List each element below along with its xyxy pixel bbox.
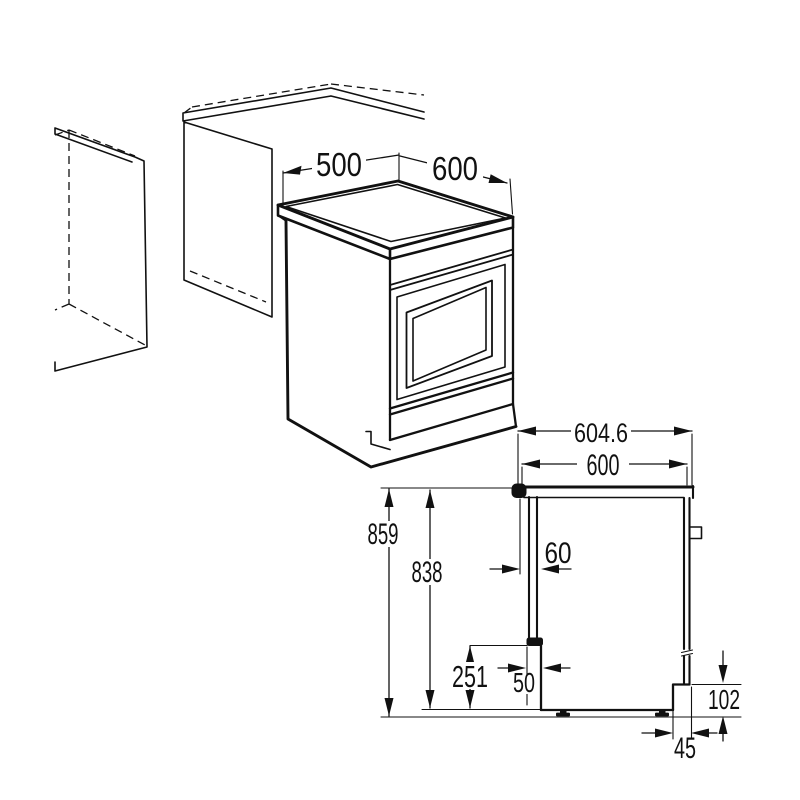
- cooker-control-panel-lines: [389, 248, 514, 291]
- dim-500-extension-lines: [282, 152, 400, 205]
- cooker-worktop-edge-band: [276, 203, 515, 261]
- left-cabinet: [54, 127, 148, 372]
- dim-60-arrow-left: [502, 564, 520, 574]
- dim-859-label: 859: [368, 518, 399, 551]
- dim-102-label: 102: [708, 684, 740, 715]
- dim-600-iso-label: 600: [432, 150, 478, 187]
- rear-recess-step: [671, 683, 691, 712]
- dim-838-arrow-bottom: [425, 690, 435, 708]
- dim-600-label-bg: [577, 451, 629, 477]
- dim-depth-600-iso: 600: [399, 150, 514, 215]
- drawer-bottom-edge: [388, 402, 515, 442]
- dim-overall-depth: 604.6: [517, 418, 693, 487]
- dim-600-iso-arrowhead: [488, 174, 507, 183]
- dim-251-arrow-top: [465, 646, 475, 664]
- dim-500-label-bg: [312, 150, 366, 178]
- dim-6046-arrow-right: [674, 426, 692, 436]
- dim-drawer-setback: 50: [497, 646, 571, 706]
- dim-251-arrow-bottom: [465, 690, 475, 708]
- dim-102-arrow-bottom: [718, 716, 728, 734]
- side-view: 604.6 600 859 838: [364, 418, 742, 765]
- left-cabinet-outline: [54, 127, 148, 372]
- dim-rear-recess-depth: 45: [641, 686, 718, 765]
- dim-45-arrow-right: [691, 728, 709, 738]
- dim-lower-zone-height: 251: [450, 644, 528, 709]
- dim-overall-height: 859: [364, 488, 403, 717]
- oven-door-bottom-edge: [388, 371, 515, 416]
- dim-600-arrow-left: [522, 459, 540, 469]
- dim-50-label: 50: [513, 667, 535, 698]
- dim-600-arrow-right: [669, 459, 687, 469]
- dim-600-iso-label-bg: [427, 154, 483, 182]
- cooker-side-profile: [511, 483, 703, 717]
- dim-50-arrow-right: [543, 663, 561, 673]
- cooker-worktop-notch: [277, 214, 287, 222]
- dim-500-label: 500: [316, 146, 362, 183]
- dim-838-arrow-top: [425, 490, 435, 508]
- oven-door-window-glass: [412, 286, 487, 382]
- dim-251-label-bg: [450, 662, 490, 689]
- dim-600-label: 600: [587, 449, 620, 482]
- tall-cabinet: [182, 83, 425, 318]
- dim-251-label: 251: [452, 659, 488, 694]
- rear-connection-tab: [689, 526, 703, 540]
- dim-859-arrow-bottom: [384, 698, 394, 716]
- dim-45-extension-lines: [672, 686, 693, 740]
- dim-859-label-bg: [364, 521, 403, 547]
- back-wall-break-marks: [680, 649, 694, 657]
- tall-cabinet-body: [183, 120, 273, 318]
- left-cabinet-hidden-lines: [54, 129, 146, 346]
- dim-50-arrow-left: [508, 663, 526, 673]
- dim-500-arrowhead: [283, 165, 302, 175]
- dim-600-iso-extension-line: [509, 178, 514, 215]
- dim-rear-recess-height: 102: [691, 650, 742, 742]
- dim-50-label-bg: [511, 675, 538, 694]
- dim-45-arrow-left: [655, 728, 673, 738]
- tall-cabinet-hidden-lines: [183, 83, 425, 303]
- dim-600-extension-lines: [521, 466, 688, 487]
- adjustable-foot-rear: [655, 710, 669, 717]
- dim-6046-arrow-left: [518, 426, 536, 436]
- dim-859-arrow-top: [384, 489, 394, 507]
- dim-6046-label: 604.6: [574, 418, 628, 448]
- dim-width-500: 500: [282, 146, 400, 205]
- dim-45-label: 45: [674, 732, 696, 765]
- cooker-body-silhouette: [284, 219, 518, 469]
- oven-door-section: [527, 495, 539, 640]
- oven-door-window: [405, 279, 493, 389]
- adjustable-foot-front: [556, 710, 570, 717]
- cooker-worktop-rim: [285, 183, 507, 243]
- dim-body-depth: 600: [521, 449, 688, 487]
- cooker-isometric: [276, 179, 518, 469]
- dim-102-arrow-top: [718, 665, 728, 683]
- dim-6046-extension-lines: [517, 433, 693, 487]
- dim-60-label: 60: [545, 537, 572, 570]
- oven-door-inner-frame: [396, 263, 506, 401]
- dim-838-label: 838: [412, 556, 443, 589]
- tall-cabinet-worktop: [182, 87, 425, 122]
- dim-body-height: 838: [408, 489, 447, 709]
- isometric-view: 500 600: [54, 83, 518, 469]
- dim-838-label-bg: [408, 559, 447, 585]
- oven-door-bottom-block: [526, 637, 543, 646]
- dim-front-clearance: 60: [489, 498, 572, 575]
- dim-60-arrow-right: [541, 564, 559, 574]
- dim-6046-label-bg: [571, 421, 631, 445]
- plinth-step: [365, 430, 391, 451]
